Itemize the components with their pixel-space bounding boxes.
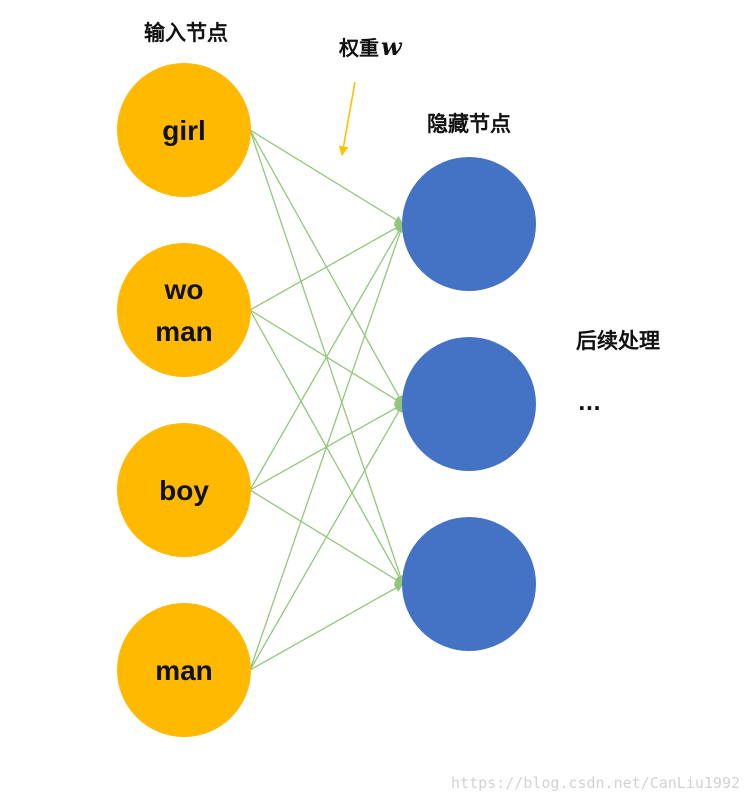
input-node-boy: boy	[117, 423, 251, 557]
hidden-layer	[402, 157, 536, 651]
input-node-woman: wo man	[117, 243, 251, 377]
hidden-node-h1	[402, 157, 536, 291]
edge-man-to-h2	[249, 403, 404, 671]
weight-pointer-arrow	[338, 81, 356, 156]
input-nodes-label: 输入节点	[144, 21, 228, 45]
hidden-nodes-label: 隐藏节点	[427, 112, 511, 136]
edge-man-to-h1	[249, 223, 405, 671]
input-node-circle	[117, 63, 251, 197]
edge-girl-to-h1	[249, 129, 404, 225]
ellipsis-label: ...	[578, 391, 601, 415]
post-processing-label: 后续处理	[576, 329, 660, 353]
watermark-text: https://blog.csdn.net/CanLiu1992	[451, 774, 740, 792]
input-node-label: wo	[164, 274, 204, 305]
edge-boy-to-h1	[249, 223, 404, 491]
edge-woman-to-h1	[249, 223, 404, 311]
input-node-man: man	[117, 603, 251, 737]
connection-edges	[249, 129, 405, 671]
weight-label-text: 权重	[338, 36, 379, 60]
input-node-label: man	[155, 655, 213, 686]
input-node-circle	[117, 243, 251, 377]
input-node-girl: girl	[117, 63, 251, 197]
weight-label: 权重w	[338, 32, 403, 61]
input-node-circle	[117, 423, 251, 557]
edge-man-to-h3	[249, 583, 404, 671]
hidden-node-h3	[402, 517, 536, 651]
input-node-circle	[117, 603, 251, 737]
input-node-label: girl	[162, 115, 206, 146]
input-layer: girl wo man boy man	[117, 63, 251, 737]
input-node-label: boy	[159, 475, 209, 506]
weight-symbol: w	[381, 32, 403, 61]
input-node-label: man	[155, 316, 213, 347]
hidden-node-h2	[402, 337, 536, 471]
